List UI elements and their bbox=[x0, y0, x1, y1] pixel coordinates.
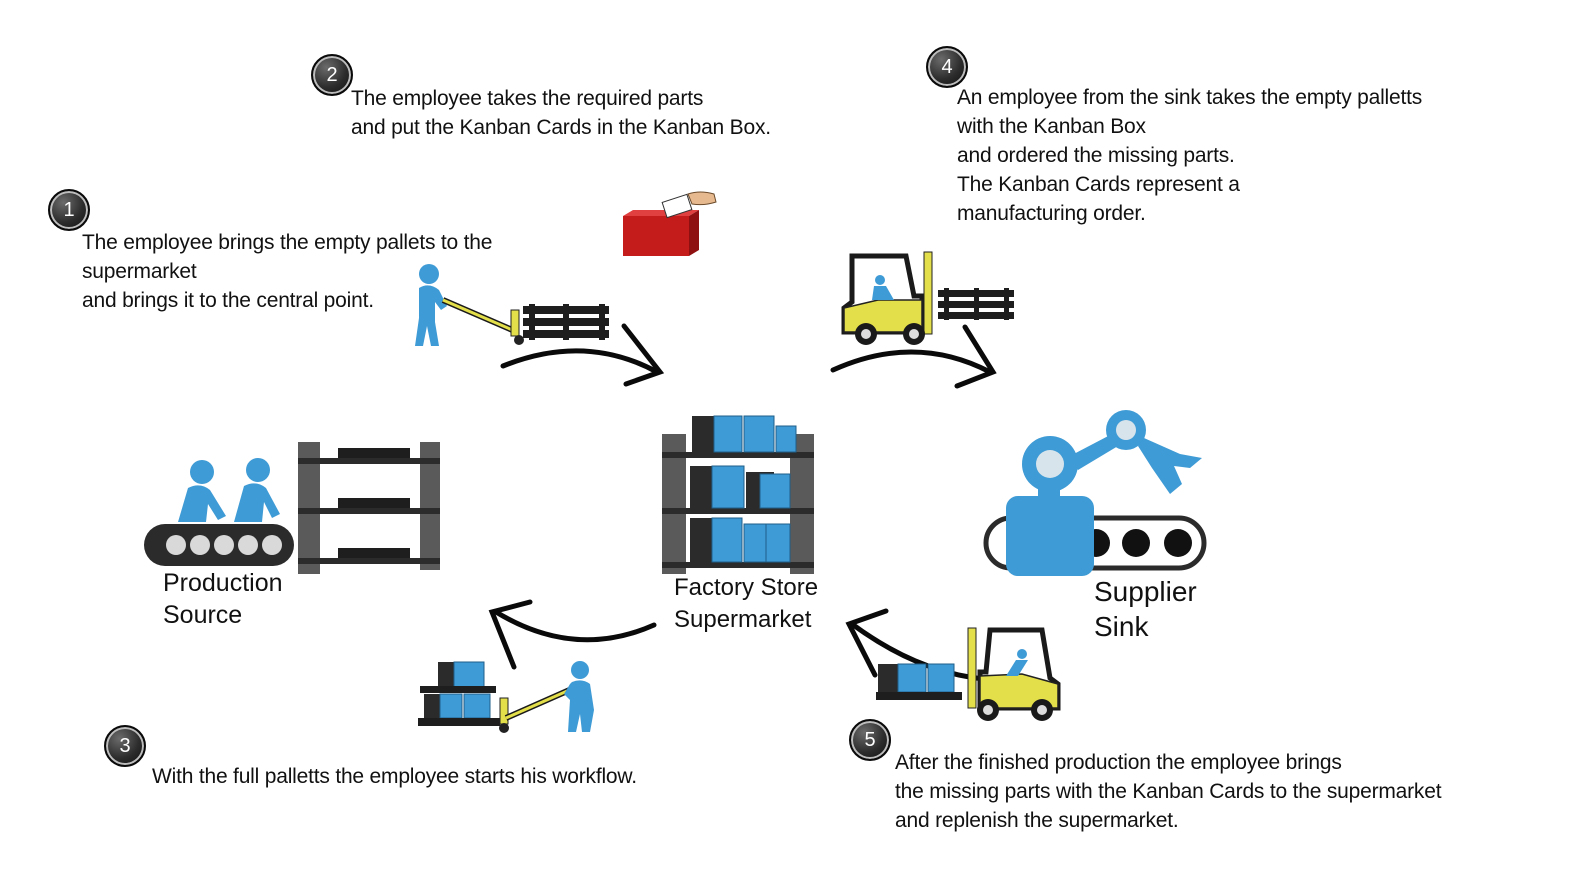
step-4-number: 4 bbox=[941, 56, 953, 78]
pallet-jack-full-scene bbox=[418, 661, 594, 733]
worker-icon bbox=[415, 264, 447, 346]
worker-icon bbox=[564, 661, 594, 732]
forklift-full-scene bbox=[876, 627, 1061, 721]
pallet-jack-empty-scene bbox=[415, 264, 609, 346]
step-3-badge: 3 bbox=[104, 725, 146, 767]
forklift-icon bbox=[841, 251, 933, 345]
pallet-jack-icon bbox=[441, 297, 524, 345]
flow-arrow-icon bbox=[488, 599, 657, 670]
step-5-text: After the finished production the employ… bbox=[895, 751, 1442, 832]
supplier-sink-scene bbox=[983, 410, 1207, 576]
pallet-icon bbox=[876, 692, 962, 700]
supplier-sink-label: Supplier Sink bbox=[1094, 576, 1197, 642]
worker-icon bbox=[178, 460, 226, 522]
step-5-badge: 5 bbox=[849, 719, 891, 761]
flow-arrow-icon bbox=[500, 323, 665, 387]
production-conveyor-scene bbox=[144, 458, 294, 566]
step-4-text: An employee from the sink takes the empt… bbox=[957, 86, 1423, 225]
step-2-text: The employee takes the required parts an… bbox=[351, 87, 771, 139]
step-2-badge: 2 bbox=[311, 54, 353, 96]
conveyor-icon bbox=[144, 524, 294, 566]
pallet-jack-icon bbox=[499, 685, 576, 733]
step-5-number: 5 bbox=[864, 729, 876, 751]
parts-box-icon bbox=[878, 663, 955, 693]
pallet-icon bbox=[338, 448, 410, 558]
flow-arrow-icon bbox=[830, 324, 997, 389]
robot-arm-icon bbox=[1006, 410, 1202, 576]
supermarket-shelf-icon bbox=[662, 415, 814, 574]
parts-box-icon bbox=[424, 661, 491, 719]
pallet-stack-icon bbox=[523, 304, 609, 340]
step-3-text: With the full palletts the employee star… bbox=[152, 765, 637, 788]
step-1-number: 1 bbox=[63, 199, 75, 221]
pallet-icon bbox=[418, 686, 500, 726]
parts-box-icon bbox=[690, 415, 797, 563]
kanban-box-icon bbox=[623, 191, 717, 256]
forklift-icon bbox=[967, 627, 1061, 721]
production-source-label: Production Source bbox=[163, 569, 283, 629]
step-1-badge: 1 bbox=[48, 189, 90, 231]
kanban-card-icon bbox=[661, 191, 717, 219]
shelf-icon bbox=[298, 442, 440, 574]
pallet-stack-icon bbox=[938, 288, 1014, 320]
step-1-text: The employee brings the empty pallets to… bbox=[82, 231, 493, 312]
forklift-empty-scene bbox=[841, 251, 1014, 345]
factory-store-label: Factory Store Supermarket bbox=[674, 574, 819, 633]
step-2-number: 2 bbox=[326, 64, 338, 86]
step-4-badge: 4 bbox=[926, 46, 968, 88]
worker-icon bbox=[234, 458, 280, 522]
step-3-number: 3 bbox=[119, 735, 131, 757]
